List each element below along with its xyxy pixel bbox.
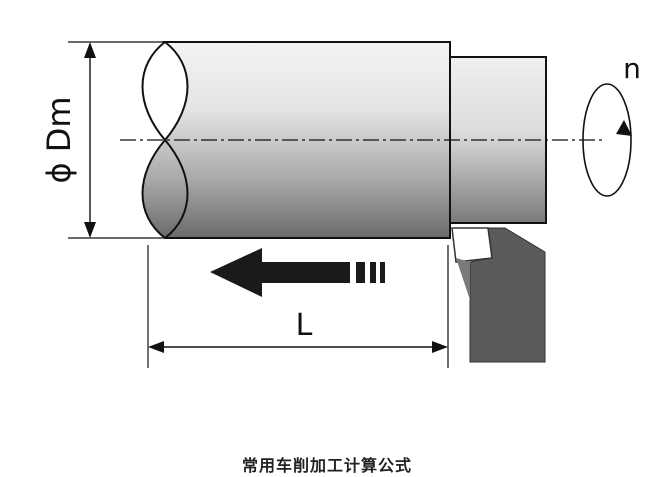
turning-diagram: ϕ Dm L n xyxy=(40,41,641,368)
diameter-dimension xyxy=(68,41,165,239)
rotation-label: n xyxy=(623,52,641,85)
cutting-tool xyxy=(451,227,546,363)
rotation-arrow-icon xyxy=(582,83,632,197)
length-dimension xyxy=(147,245,449,368)
diameter-label: ϕ Dm xyxy=(40,96,78,183)
break-line xyxy=(141,41,189,239)
figure-caption: 常用车削加工计算公式 xyxy=(241,456,412,475)
feed-arrow xyxy=(210,248,385,297)
length-label: L xyxy=(296,308,313,343)
